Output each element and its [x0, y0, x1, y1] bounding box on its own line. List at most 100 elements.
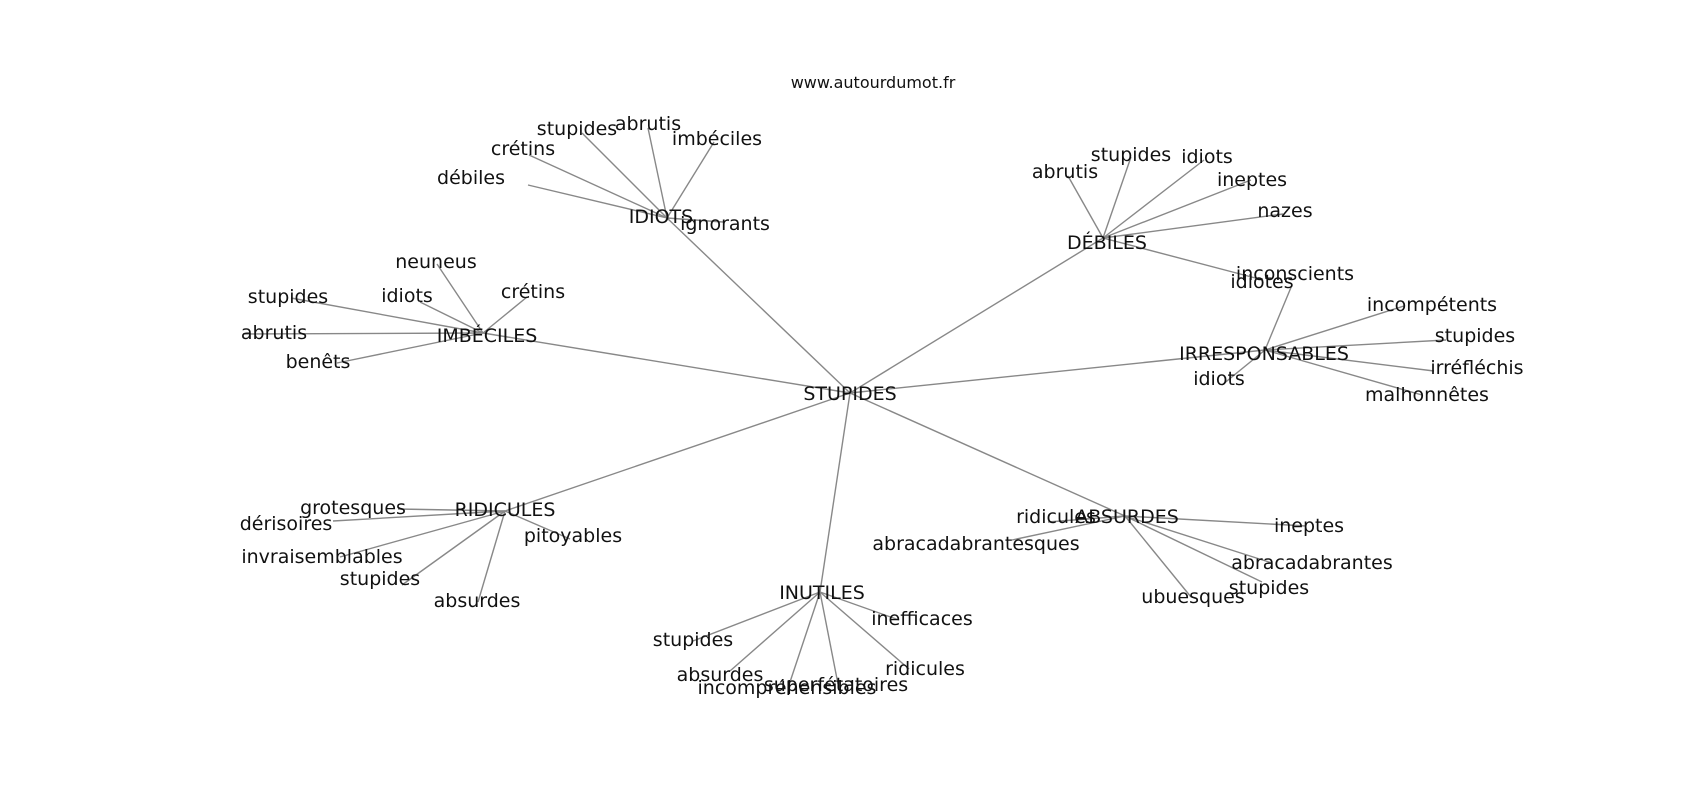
edge-absurdes-stupides: [1124, 515, 1263, 583]
leaf-word-inutiles-stupides[interactable]: stupides: [653, 629, 733, 651]
leaf-word-debiles-idiots[interactable]: idiots: [1181, 146, 1233, 168]
leaf-word-inutiles-incomprehensibles[interactable]: incompréhensibles: [698, 677, 877, 699]
leaf-word-imbeciles-neuneus[interactable]: neuneus: [395, 251, 476, 273]
edge-inutiles-stupides: [692, 591, 821, 642]
edge-irresponsables-idiots: [1221, 349, 1266, 386]
edge-debiles-ineptes: [1102, 179, 1252, 239]
edge-inutiles-incomprehensibles: [787, 591, 821, 689]
edge-absurdes-abracadabrantes: [1124, 515, 1273, 564]
edge-debiles-idiotes: [1102, 237, 1264, 281]
edges: [242, 127, 1447, 689]
leaf-word-ridicules-absurdes[interactable]: absurdes: [434, 590, 521, 612]
leaf-word-irresponsables-inconscients[interactable]: inconscients: [1236, 263, 1354, 285]
edge-idiots-abrutis: [647, 127, 668, 219]
edge-absurdes-ineptes: [1124, 515, 1307, 527]
edge-stupides-absurdes: [849, 392, 1126, 517]
leaf-word-imbeciles-abrutis[interactable]: abrutis: [241, 322, 307, 344]
leaf-word-absurdes-stupides[interactable]: stupides: [1229, 577, 1309, 599]
edge-ridicules-pitoyables: [504, 510, 571, 540]
leaf-word-idiots-abrutis[interactable]: abrutis: [615, 113, 681, 135]
cluster-word-imbeciles[interactable]: IMBÉCILES: [437, 324, 538, 347]
cluster-word-idiots[interactable]: IDIOTS: [629, 206, 693, 228]
edge-ridicules-derisoires: [332, 510, 506, 522]
edge-imbeciles-cretins: [482, 296, 528, 334]
cluster-word-irresponsables[interactable]: IRRESPONSABLES: [1179, 343, 1349, 365]
edge-ridicules-invraisemblables: [339, 510, 506, 558]
edge-imbeciles-stupides: [290, 297, 484, 334]
leaf-word-debiles-idiotes[interactable]: idiotes: [1230, 271, 1293, 293]
leaf-word-irresponsables-malhonnetes[interactable]: malhonnêtes: [1365, 384, 1489, 406]
edge-absurdes-ubuesques: [1124, 515, 1192, 598]
leaf-word-ridicules-invraisemblables[interactable]: invraisemblables: [241, 546, 402, 568]
cluster-word-ridicules[interactable]: RIDICULES: [455, 499, 556, 521]
leaf-word-inutiles-superfetatoires[interactable]: superfétatoires: [764, 674, 908, 696]
edge-imbeciles-abrutis: [242, 332, 484, 335]
leaf-word-irresponsables-incompetents[interactable]: incompétents: [1367, 294, 1497, 316]
cluster-word-debiles[interactable]: DÉBILES: [1067, 231, 1147, 254]
leaf-word-debiles-ineptes[interactable]: ineptes: [1217, 169, 1287, 191]
edge-stupides-debiles: [849, 237, 1104, 394]
leaf-word-irresponsables-irreflechis[interactable]: irréfléchis: [1430, 357, 1523, 379]
leaf-word-imbeciles-cretins[interactable]: crétins: [501, 281, 565, 303]
edge-stupides-idiots: [666, 217, 851, 394]
leaf-word-ridicules-derisoires[interactable]: dérisoires: [240, 513, 333, 535]
edge-debiles-abrutis: [1067, 175, 1104, 239]
edge-ridicules-grotesques: [397, 508, 506, 512]
edge-idiots-cretins: [528, 154, 668, 219]
leaf-word-idiots-imbeciles[interactable]: imbéciles: [672, 128, 762, 150]
leaf-word-absurdes-abracadabrantesques[interactable]: abracadabrantesques: [872, 533, 1079, 555]
leaf-word-imbeciles-stupides[interactable]: stupides: [248, 286, 328, 308]
edge-ridicules-absurdes: [477, 510, 506, 603]
edge-idiots-debiles: [527, 184, 668, 219]
edge-idiots-stupides: [581, 132, 668, 219]
leaf-word-inutiles-ridicules[interactable]: ridicules: [885, 658, 965, 680]
leaf-word-idiots-cretins[interactable]: crétins: [491, 138, 555, 160]
leaf-word-idiots-stupides[interactable]: stupides: [537, 118, 617, 140]
leaf-word-idiots-ignorants[interactable]: ignorants: [680, 213, 770, 235]
leaf-word-absurdes-ubuesques[interactable]: ubuesques: [1141, 586, 1244, 608]
edge-absurdes-ridicules: [1047, 515, 1126, 523]
leaf-word-debiles-nazes[interactable]: nazes: [1257, 200, 1312, 222]
leaf-word-absurdes-ridicules[interactable]: ridicules: [1016, 506, 1096, 528]
leaf-word-ridicules-grotesques[interactable]: grotesques: [300, 497, 406, 519]
leaf-word-irresponsables-idiots[interactable]: idiots: [1193, 368, 1245, 390]
leaf-word-idiots-debiles[interactable]: débiles: [437, 167, 505, 189]
edge-debiles-stupides: [1102, 156, 1132, 239]
leaf-word-inutiles-inefficaces[interactable]: inefficaces: [871, 608, 973, 630]
leaf-word-imbeciles-idiots[interactable]: idiots: [381, 285, 433, 307]
edge-idiots-imbeciles: [666, 141, 715, 219]
word-labels: STUPIDESIDIOTSdébilescrétinsstupidesabru…: [240, 113, 1524, 699]
edge-inutiles-absurdes: [729, 591, 821, 672]
leaf-word-imbeciles-benets[interactable]: benêts: [286, 351, 351, 373]
edge-stupides-imbeciles: [482, 332, 851, 394]
edge-irresponsables-inconscients: [1264, 284, 1293, 351]
edge-irresponsables-irreflechis: [1264, 349, 1435, 372]
edge-imbeciles-benets: [336, 332, 484, 364]
leaf-word-inutiles-absurdes[interactable]: absurdes: [677, 664, 764, 686]
edge-debiles-idiots: [1102, 159, 1205, 239]
edge-ridicules-stupides: [401, 510, 506, 586]
edge-debiles-nazes: [1102, 213, 1284, 239]
leaf-word-debiles-abrutis[interactable]: abrutis: [1032, 161, 1098, 183]
edge-imbeciles-neuneus: [436, 263, 484, 334]
cluster-word-inutiles[interactable]: INUTILES: [779, 582, 865, 604]
leaf-word-ridicules-pitoyables[interactable]: pitoyables: [524, 525, 622, 547]
edge-inutiles-inefficaces: [819, 591, 900, 621]
edge-stupides-ridicules: [504, 392, 851, 512]
leaf-word-absurdes-abracadabrantes[interactable]: abracadabrantes: [1231, 552, 1393, 574]
edge-imbeciles-idiots: [419, 301, 484, 334]
leaf-word-irresponsables-stupides[interactable]: stupides: [1435, 325, 1515, 347]
center-word-label[interactable]: STUPIDES: [803, 383, 896, 405]
edge-irresponsables-stupides: [1264, 339, 1447, 351]
edge-irresponsables-malhonnetes: [1264, 349, 1423, 396]
edge-stupides-inutiles: [819, 392, 851, 593]
leaf-word-ridicules-stupides[interactable]: stupides: [340, 568, 420, 590]
edge-absurdes-abracadabrantesques: [1011, 515, 1126, 541]
leaf-word-debiles-stupides[interactable]: stupides: [1091, 144, 1171, 166]
edge-idiots-ignorants: [666, 217, 724, 223]
edge-irresponsables-incompetents: [1264, 305, 1405, 351]
leaf-word-absurdes-ineptes[interactable]: ineptes: [1274, 515, 1344, 537]
site-label: www.autourdumot.fr: [791, 73, 956, 92]
cluster-word-absurdes[interactable]: ABSURDES: [1075, 506, 1179, 528]
